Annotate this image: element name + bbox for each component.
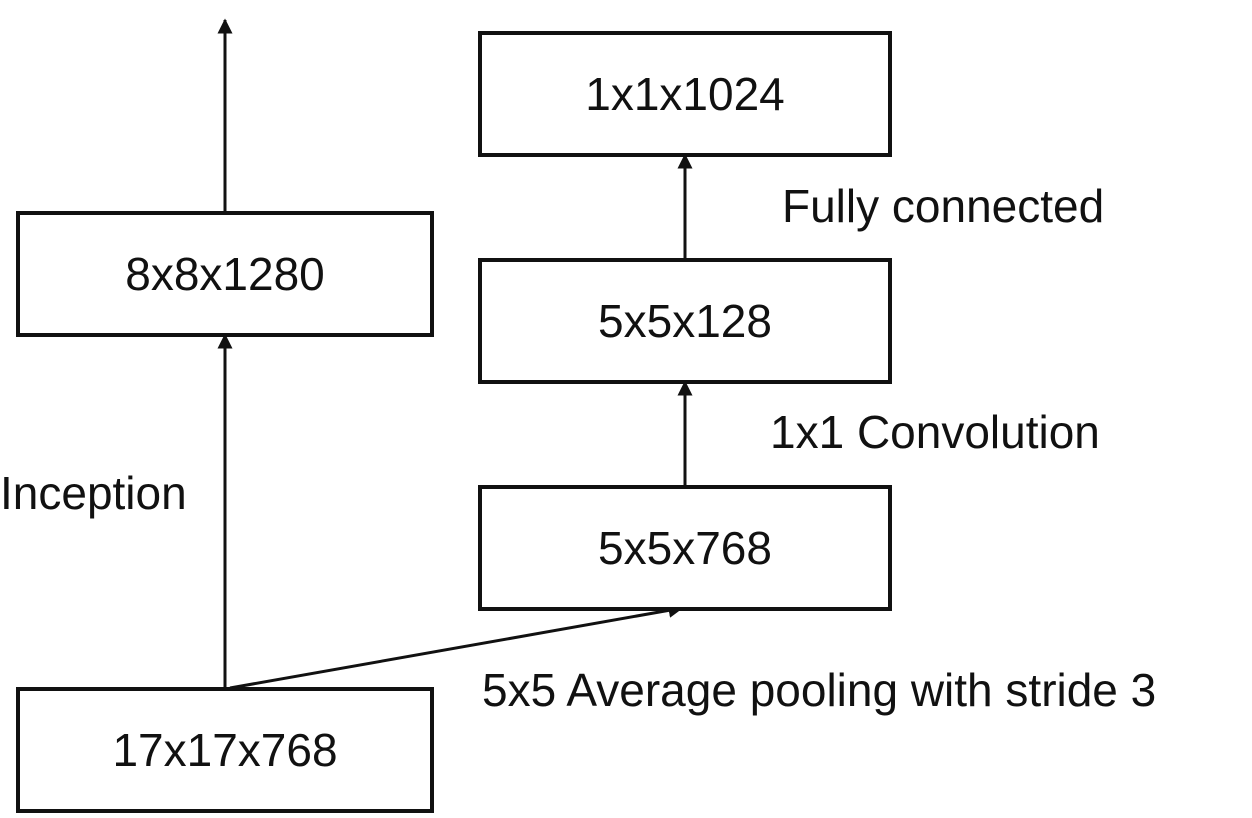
edge-label-avg-pool: 5x5 Average pooling with stride 3	[482, 664, 1156, 716]
node-inception-out: 8x8x1280	[16, 211, 434, 337]
node-pooled: 5x5x768	[478, 485, 892, 611]
edge-avg-pool	[229, 602, 684, 690]
node-conv-out: 5x5x128	[478, 258, 892, 384]
edge-label-conv1x1: 1x1 Convolution	[770, 406, 1100, 458]
node-fc-out: 1x1x1024	[478, 31, 892, 157]
node-inception-out-label: 8x8x1280	[125, 248, 325, 300]
node-input-label: 17x17x768	[112, 724, 337, 776]
edge-label-inception: Inception	[0, 467, 187, 519]
node-pooled-label: 5x5x768	[598, 522, 772, 574]
continuation-ellipsis: ...	[200, 0, 250, 5]
node-conv-out-label: 5x5x128	[598, 295, 772, 347]
node-fc-out-label: 1x1x1024	[585, 68, 785, 120]
node-input: 17x17x768	[16, 687, 434, 813]
edge-label-fully-connected: Fully connected	[782, 180, 1104, 232]
